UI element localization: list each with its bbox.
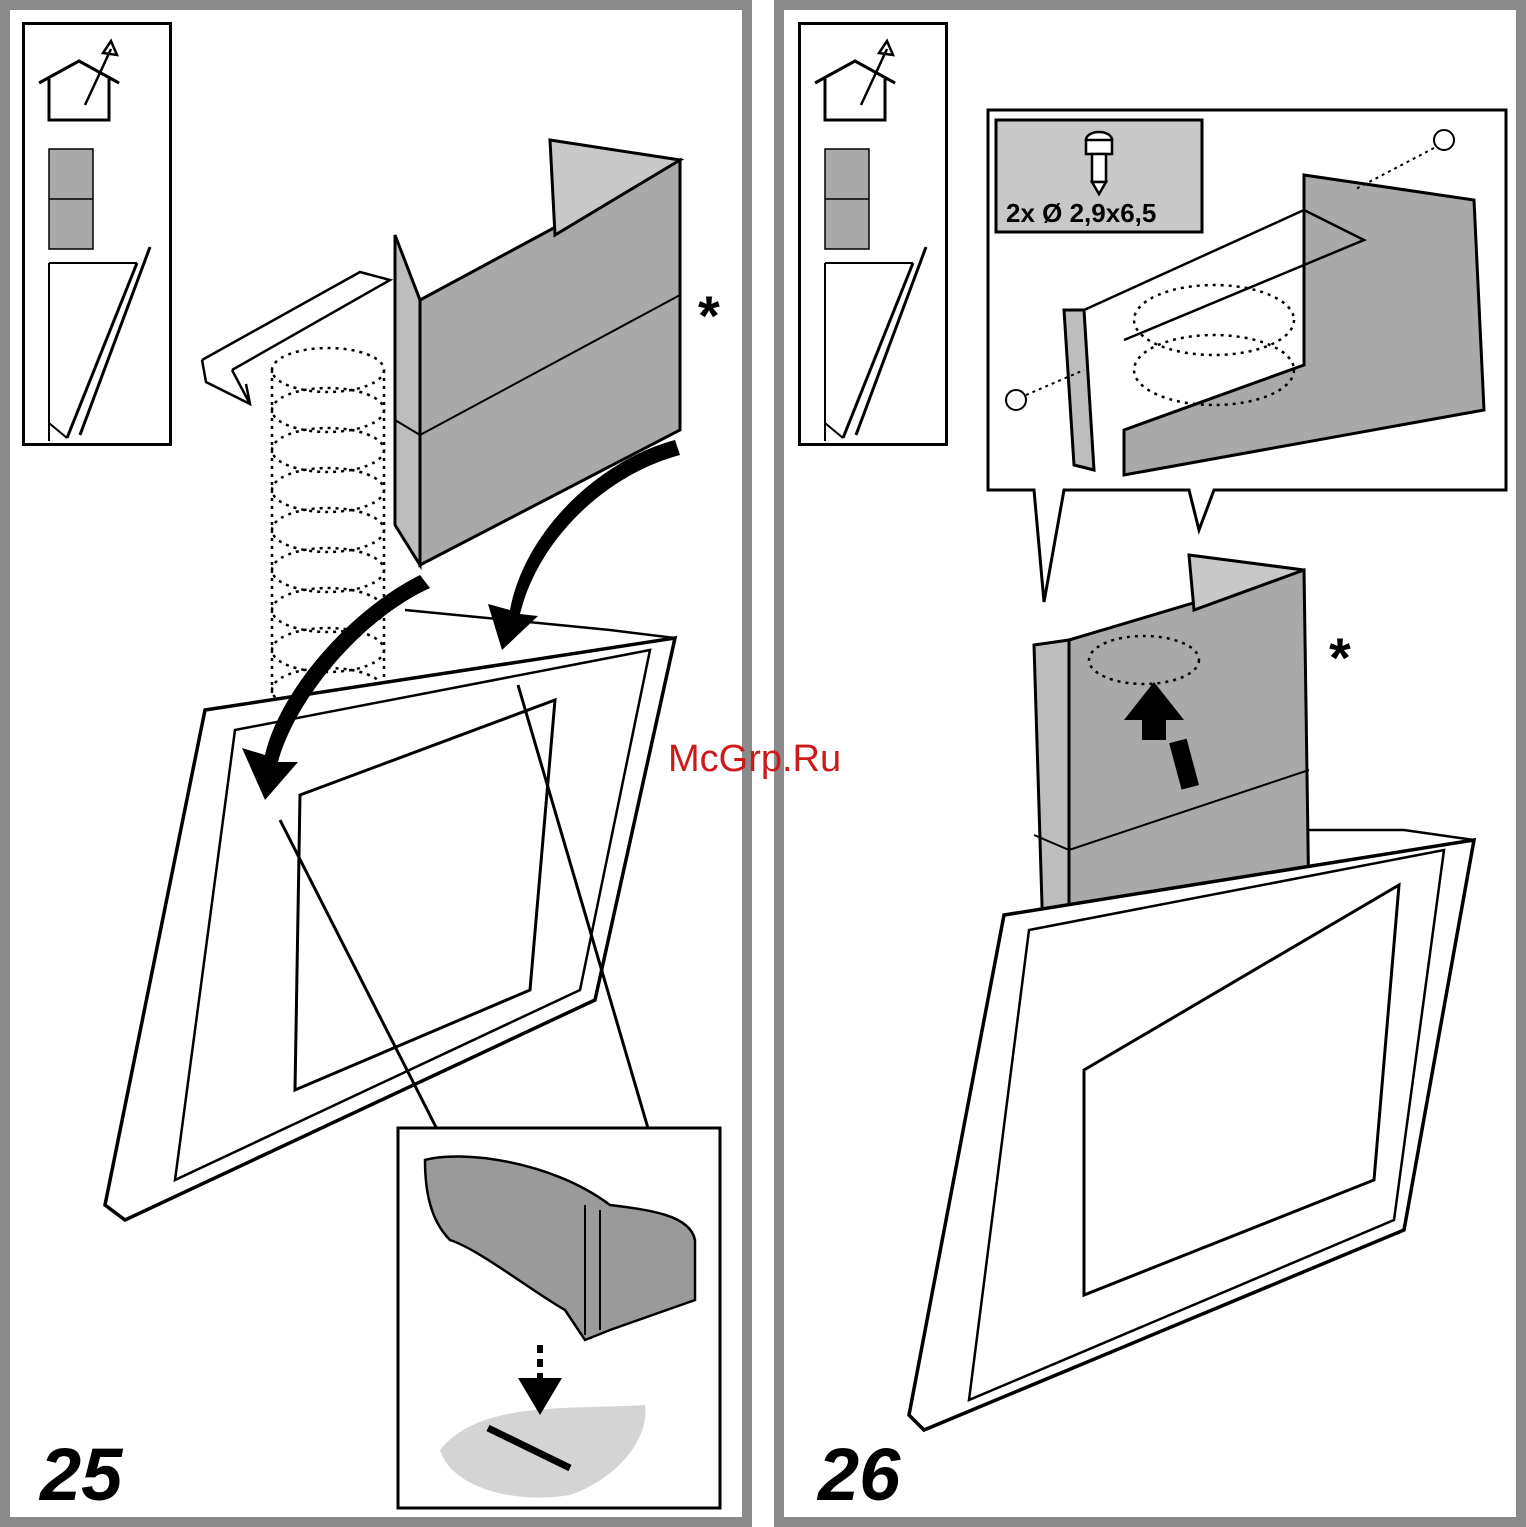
step-number: 25 [40,1438,122,1512]
screw-spec-label: 2x Ø 2,9x6,5 [1006,198,1156,229]
step-panel-25: * 25 [0,0,752,1527]
chimney-cover [395,140,680,565]
step-panel-26: 2x Ø 2,9x6,5 * 26 [774,0,1526,1527]
flexible-duct [272,348,384,730]
detail-inset [398,1128,720,1508]
screw-callout [784,10,1516,1517]
wall-bracket [202,272,390,404]
hood-assembly-illustration [10,10,742,1517]
optional-part-asterisk: * [1329,630,1351,686]
optional-part-asterisk: * [698,288,720,344]
hood-body [909,830,1474,1430]
step-number: 26 [818,1438,900,1512]
watermark: McGrp.Ru [668,740,841,778]
